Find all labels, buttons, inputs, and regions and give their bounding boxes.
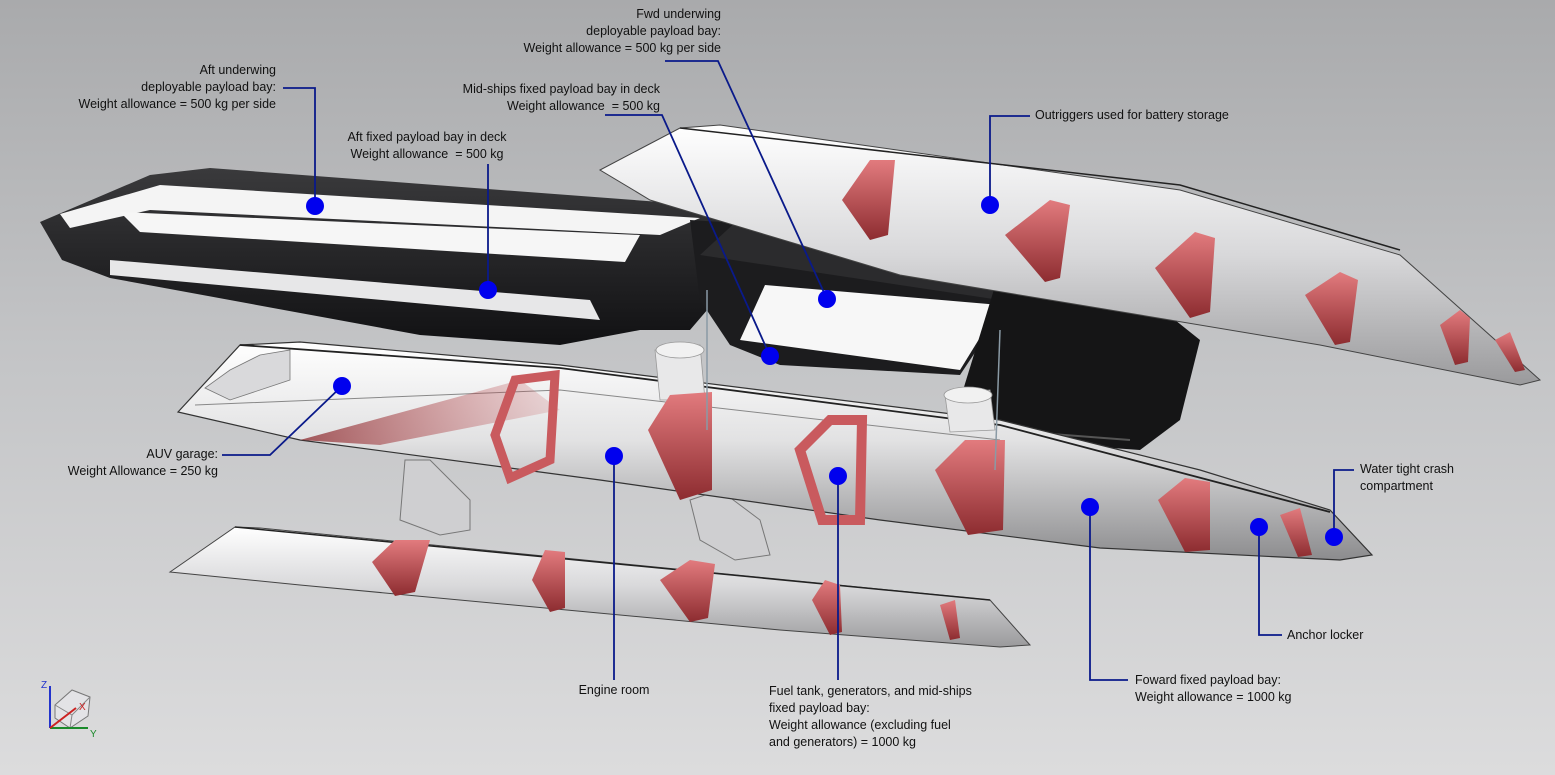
outrigger-port — [168, 459, 1032, 648]
marker-outriggers — [981, 196, 999, 214]
marker-fuel-tank — [829, 467, 847, 485]
callout-fwd-underwing: Fwd underwing deployable payload bay: We… — [523, 7, 721, 55]
callout-crash-compartment: Water tight crash compartment — [1360, 462, 1455, 493]
leader-aft-underwing — [283, 87, 316, 206]
callout-fuel-tank: Fuel tank, generators, and mid-ships fix… — [769, 684, 972, 749]
callout-anchor-locker: Anchor locker — [1287, 628, 1364, 642]
marker-aft-underwing — [306, 197, 324, 215]
axis-z-label: Z — [41, 680, 47, 691]
axis-y-label: Y — [90, 729, 97, 740]
axis-triad-icon: Z X Y — [41, 680, 97, 740]
marker-forward-fixed — [1081, 498, 1099, 516]
outrigger-starboard — [598, 124, 1542, 386]
callout-aft-underwing: Aft underwing deployable payload bay: We… — [78, 63, 276, 111]
axis-x-label: X — [79, 702, 86, 713]
marker-anchor-locker — [1250, 518, 1268, 536]
marker-engine-room — [605, 447, 623, 465]
leader-outriggers — [989, 115, 1030, 205]
marker-crash-compartment — [1325, 528, 1343, 546]
leader-auv-garage — [222, 385, 343, 456]
leader-crash-compartment — [1333, 469, 1354, 537]
callout-outriggers: Outriggers used for battery storage — [1035, 108, 1229, 122]
callout-aft-fixed: Aft fixed payload bay in deck Weight all… — [347, 130, 507, 161]
marker-auv-garage — [333, 377, 351, 395]
leader-midships-deck — [605, 114, 771, 357]
main-hull — [176, 290, 1374, 561]
leader-forward-fixed — [1089, 507, 1128, 681]
leader-fwd-underwing — [665, 60, 828, 300]
callout-midships-deck: Mid-ships fixed payload bay in deck Weig… — [462, 82, 660, 113]
marker-aft-fixed — [479, 281, 497, 299]
callout-forward-fixed: Foward fixed payload bay: Weight allowan… — [1135, 673, 1292, 704]
marker-fwd-underwing — [818, 290, 836, 308]
leader-anchor-locker — [1258, 527, 1282, 636]
callout-engine-room: Engine room — [578, 683, 650, 697]
marker-midships-deck — [761, 347, 779, 365]
callout-auv-garage: AUV garage: Weight Allowance = 250 kg — [67, 447, 218, 478]
